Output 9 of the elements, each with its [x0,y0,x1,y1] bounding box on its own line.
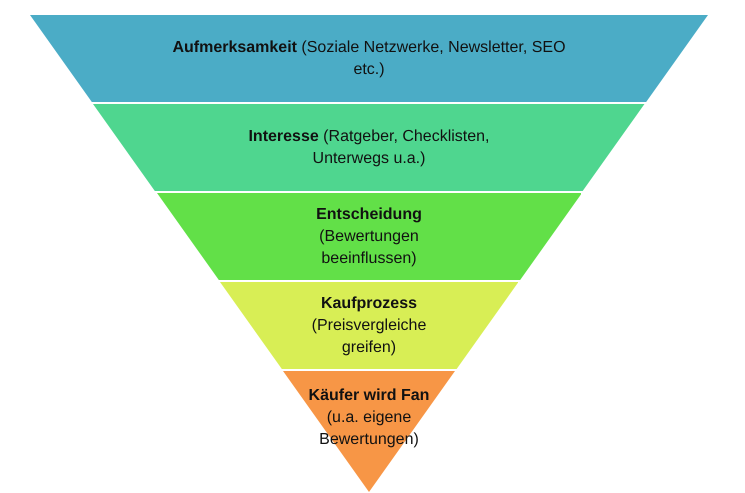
stage-text: Kaufprozess (Preisvergleiche greifen) [310,294,428,358]
funnel-band [283,371,455,492]
funnel-band [30,15,708,102]
stage-text: Aufmerksamkeit (Soziale Netzwerke, Newsletter, SEO etc.) [171,38,567,80]
stage-text: Entscheidung (Bewertungen beeinflussen) [315,204,423,268]
stage-text: Interesse (Ratgeber, Checklisten, Unterwegs u.a.) [247,126,490,168]
funnel-band [93,104,645,191]
funnel-band [156,193,582,280]
funnel-band [220,282,518,369]
